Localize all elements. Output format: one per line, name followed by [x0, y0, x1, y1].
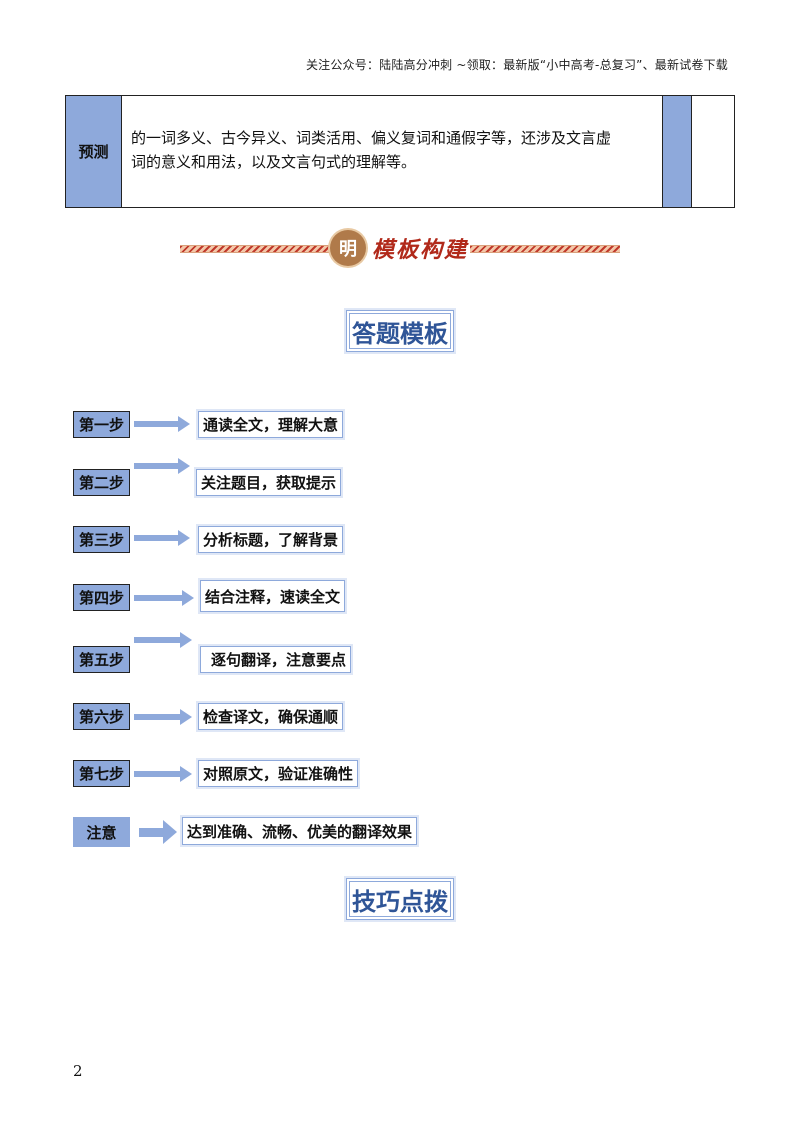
banner-right-stripe	[470, 245, 620, 253]
prediction-line-1: 的一词多义、古今异义、词类活用、偏义复词和通假字等，还涉及文言虚	[131, 129, 612, 147]
step-2-arrow-icon	[134, 458, 190, 474]
step-1-arrow-icon	[134, 416, 190, 432]
banner-left-stripe	[180, 245, 330, 253]
step-3-text: 分析标题，了解背景	[195, 524, 346, 555]
page-number: 2	[73, 1062, 83, 1080]
step-5-text: 逐句翻译，注意要点	[197, 644, 354, 675]
prediction-table: 预测 的一词多义、古今异义、词类活用、偏义复词和通假字等，还涉及文言虚 词的意义…	[65, 95, 735, 208]
prediction-label: 预测	[66, 96, 122, 207]
tips-heading: 技巧点拨	[346, 878, 454, 920]
note-text: 达到准确、流畅、优美的翻译效果	[179, 815, 420, 847]
note-arrow-icon	[139, 820, 177, 844]
banner-seal-icon: 明	[330, 230, 366, 266]
step-7-text: 对照原文，验证准确性	[195, 758, 361, 789]
step-3-arrow-icon	[134, 530, 190, 546]
step-6-label: 第六步	[73, 703, 130, 730]
banner-title: 模板构建	[372, 237, 469, 263]
step-4-text: 结合注释，速读全文	[197, 578, 348, 614]
section-banner: 明 模板构建	[180, 228, 620, 268]
step-5-arrow-icon	[134, 632, 192, 648]
template-heading: 答题模板	[346, 310, 454, 352]
step-3-label: 第三步	[73, 526, 130, 553]
note-label: 注意	[73, 817, 130, 847]
step-7-label: 第七步	[73, 760, 130, 787]
step-2-text: 关注题目，获取提示	[193, 467, 344, 498]
prediction-content: 的一词多义、古今异义、词类活用、偏义复词和通假字等，还涉及文言虚 词的意义和用法…	[122, 96, 663, 207]
prediction-blue-cell	[663, 96, 692, 207]
step-4-arrow-icon	[134, 590, 194, 606]
step-4-label: 第四步	[73, 584, 130, 611]
step-1-text: 通读全文，理解大意	[195, 409, 346, 440]
header-promo-note: 关注公众号：陆陆高分冲刺 ~领取：最新版“小中高考-总复习”、最新试卷下载	[305, 58, 728, 72]
step-2-label: 第二步	[73, 469, 130, 496]
prediction-empty-cell	[692, 96, 734, 207]
step-5-label: 第五步	[73, 646, 130, 673]
step-6-text: 检查译文，确保通顺	[195, 701, 346, 732]
step-7-arrow-icon	[134, 766, 192, 782]
step-1-label: 第一步	[73, 411, 130, 438]
step-6-arrow-icon	[134, 709, 192, 725]
prediction-line-2: 词的意义和用法，以及文言句式的理解等。	[131, 153, 417, 171]
